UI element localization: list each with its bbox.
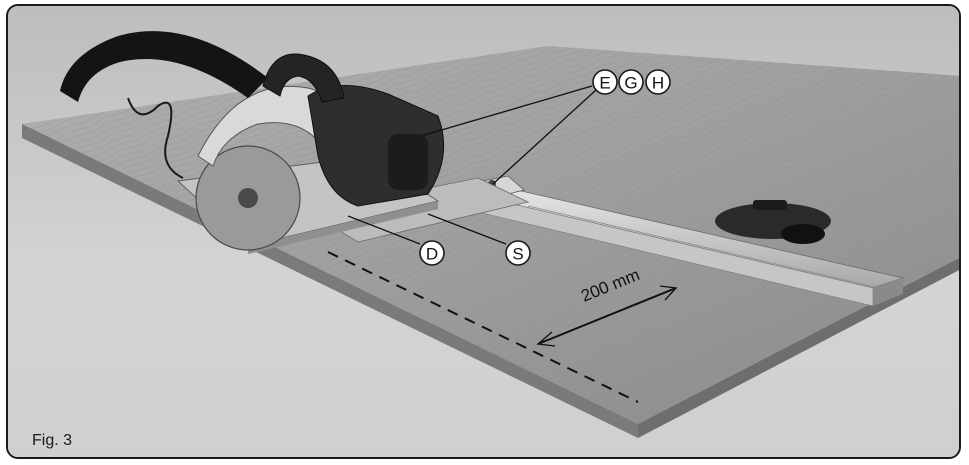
dimension-arrowhead-right [659, 285, 678, 301]
board-wood-grain [22, 46, 959, 424]
suction-cup-pad [781, 224, 825, 244]
saw-baseplate-front [248, 201, 438, 254]
dust-hose [60, 31, 268, 103]
figure-caption: Fig. 3 [32, 432, 73, 449]
leader-d [347, 215, 421, 245]
svg-text:H: H [652, 74, 664, 93]
saw-guide-illustration: 200 mm E G H D S [8, 6, 959, 457]
svg-text:E: E [599, 74, 610, 93]
callout-g: G [618, 69, 644, 95]
callout-s: S [505, 240, 531, 266]
saw-motor-cap [388, 134, 428, 190]
leader-ega-to-motor [420, 85, 593, 137]
callout-d: D [419, 240, 445, 266]
leader-s [427, 213, 507, 245]
callout-e: E [592, 69, 618, 95]
suction-handle [753, 200, 787, 210]
dimension-arrow [537, 287, 677, 345]
callout-h: H [645, 69, 671, 95]
cut-line [327, 251, 639, 403]
svg-text:G: G [624, 74, 637, 93]
board-front-edge [22, 124, 638, 438]
dimension-arrowhead-left [536, 331, 556, 347]
rail-groove-line [527, 205, 889, 291]
saw-handle [262, 53, 345, 103]
leader-ega-to-clamp [492, 89, 597, 185]
power-cable [127, 97, 184, 179]
figure-frame: 200 mm E G H D S Fig. 3 [6, 4, 961, 459]
svg-text:S: S [512, 245, 523, 264]
guide-rail-side [873, 278, 903, 306]
saw-blade-hub [238, 188, 258, 208]
svg-text:D: D [426, 245, 438, 264]
